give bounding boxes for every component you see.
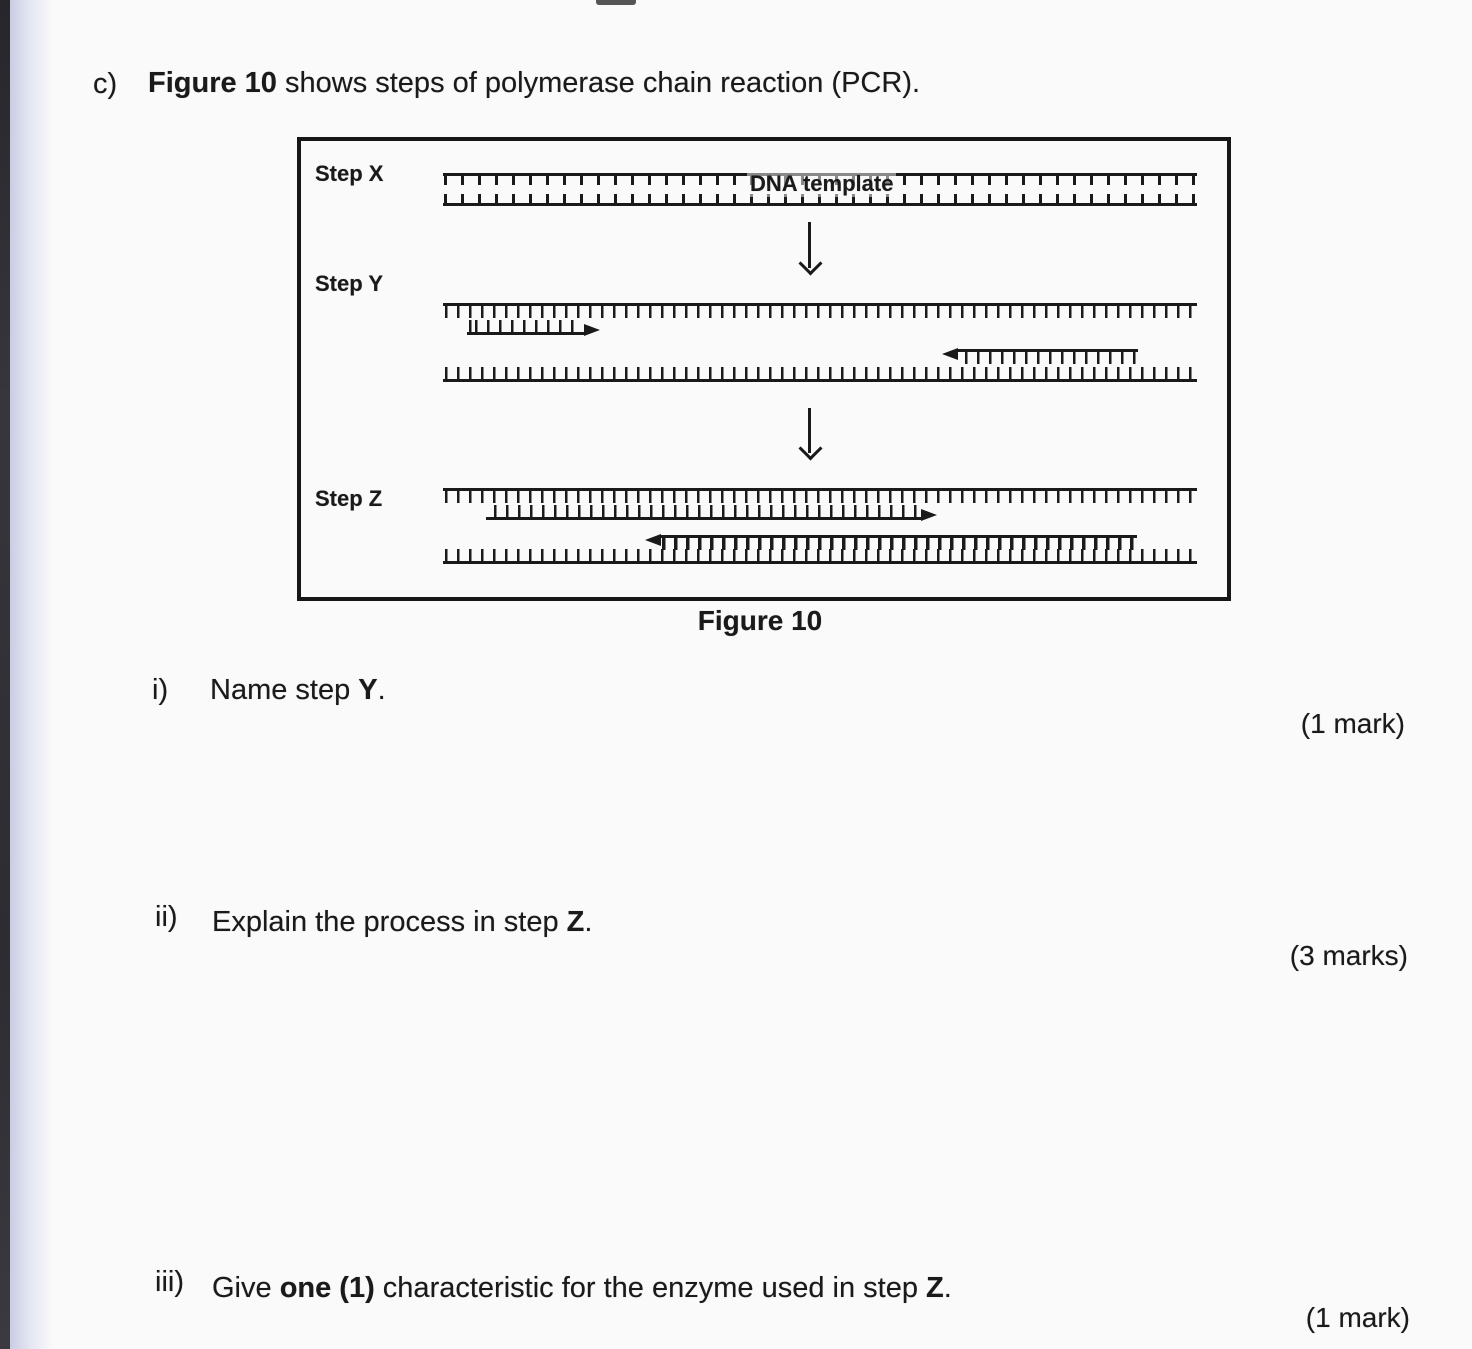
down-arrow-icon — [808, 222, 811, 268]
question-iii-bold: one (1) — [279, 1272, 375, 1304]
left-arrowhead-icon — [645, 534, 661, 546]
right-arrowhead-icon — [584, 324, 600, 336]
step-z-label: Step Z — [315, 486, 383, 511]
question-iii-suffix: . — [943, 1272, 952, 1304]
down-arrow-icon — [808, 408, 811, 453]
figure-reference: Figure 10 — [148, 67, 277, 99]
question-i-bold: Y — [358, 674, 378, 706]
template-strand-top — [443, 488, 1197, 506]
step-x-label: Step X — [315, 161, 384, 186]
template-strand-top — [443, 303, 1197, 321]
question-ii-marks: (3 marks) — [1289, 940, 1408, 971]
left-arrowhead-icon — [942, 348, 958, 360]
question-iii-text: Give one (1) characteristic for the enzy… — [212, 1272, 952, 1305]
question-ii-suffix: . — [584, 906, 593, 938]
question-iii-mid: characteristic for the enzyme used in st… — [374, 1272, 927, 1304]
question-iii-number: iii) — [155, 1266, 184, 1298]
reverse-primer — [942, 348, 1138, 367]
dna-template-label: DNA template — [747, 171, 897, 197]
question-iii-prefix: Give — [212, 1272, 280, 1304]
scan-edge-strip — [0, 0, 10, 1349]
step-y-label: Step Y — [315, 271, 384, 296]
question-ii-text: Explain the process in step Z. — [212, 906, 592, 939]
question-i-number: i) — [152, 674, 169, 706]
question-iii-marks: (1 mark) — [1305, 1302, 1410, 1333]
question-i-suffix: . — [377, 674, 386, 706]
figure-frame — [297, 137, 1231, 601]
scan-edge-shadow — [10, 0, 54, 1349]
template-strand-bottom — [443, 546, 1197, 564]
section-label: c) — [93, 68, 118, 100]
question-i-marks: (1 mark) — [1300, 708, 1405, 739]
intro-text: shows steps of polymerase chain reaction… — [276, 67, 921, 99]
question-i-prefix: Name step — [210, 674, 359, 706]
question-ii-bold: Z — [566, 906, 585, 938]
right-arrowhead-icon — [921, 509, 937, 521]
extending-strand-forward — [486, 502, 937, 521]
question-ii-prefix: Explain the process in step — [212, 906, 567, 938]
question-i-text: Name step Y. — [210, 674, 386, 707]
question-iii-bold2: Z — [926, 1272, 944, 1304]
forward-primer — [467, 317, 600, 336]
question-ii-number: ii) — [155, 901, 178, 933]
figure-caption: Figure 10 — [697, 605, 823, 636]
template-strand-bottom — [443, 364, 1197, 382]
question-intro: Figure 10 shows steps of polymerase chai… — [148, 67, 920, 100]
scan-artifact — [596, 0, 636, 5]
extending-strand-reverse — [645, 534, 1137, 553]
